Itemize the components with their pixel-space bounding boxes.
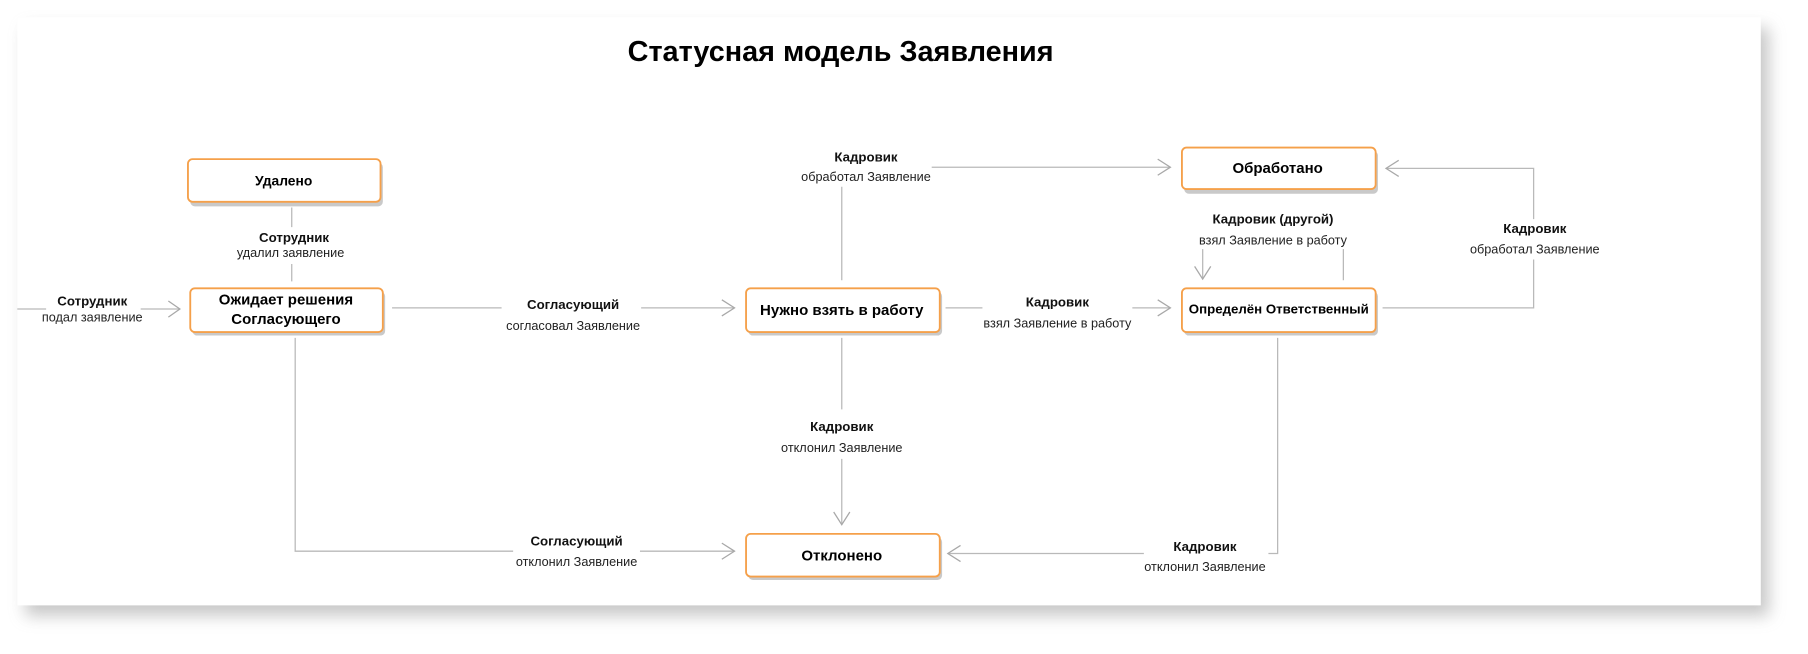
state-awaiting-approver[interactable]: Ожидает решения Согласующего (189, 287, 386, 336)
state-label: Ожидает решения (219, 291, 353, 308)
edge-reject-assigned: Кадровик отклонил Заявление (946, 337, 1279, 574)
transition-actor-label: Кадровик (1503, 221, 1567, 236)
edge-delete: Сотрудник удалил заявление (237, 207, 344, 282)
transition-action-label: подал заявление (42, 311, 143, 325)
state-need-take[interactable]: Нужно взять в работу (745, 287, 943, 336)
state-deleted[interactable]: Удалено (187, 158, 383, 207)
state-label: Отклонено (801, 547, 882, 564)
transition-action-label: обработал Заявление (801, 170, 931, 184)
diagram-title: Статусная модель Заявления (628, 36, 1054, 68)
transition-actor-label: Согласующий (530, 533, 622, 548)
transition-action-label: удалил заявление (237, 246, 344, 260)
transition-actor-label: Согласующий (527, 297, 619, 312)
state-label: Удалено (255, 173, 312, 189)
edge-retake: Кадровик (другой) взял Заявление в работ… (1194, 212, 1348, 281)
edge-reject-hr: Кадровик отклонил Заявление (781, 337, 902, 526)
transition-action-label: взял Заявление в работу (983, 316, 1132, 330)
edge-submit: Сотрудник подал заявление (17, 294, 181, 325)
transition-actor-label: Сотрудник (57, 294, 127, 309)
transition-action-label: отклонил Заявление (1144, 560, 1265, 574)
transition-actor-label: Кадровик (1026, 295, 1090, 310)
edge-take: Кадровик взял Заявление в работу (945, 295, 1172, 330)
edge-approve: Согласующий согласовал Заявление (392, 297, 736, 333)
transition-actor-label: Кадровик (834, 149, 898, 164)
state-label: Определён Ответственный (1189, 302, 1369, 317)
transition-actor-label: Кадровик (1173, 539, 1237, 554)
state-rejected[interactable]: Отклонено (745, 532, 943, 581)
transition-action-label: обработал Заявление (1470, 243, 1600, 257)
state-processed[interactable]: Обработано (1181, 146, 1378, 194)
edge-process-assigned: Кадровик обработал Заявление (1382, 159, 1600, 309)
transition-action-label: отклонил Заявление (781, 441, 902, 455)
state-label: Нужно взять в работу (760, 302, 924, 319)
state-assigned[interactable]: Определён Ответственный (1181, 287, 1378, 336)
transition-actor-label: Сотрудник (259, 230, 329, 245)
transition-actor-label: Кадровик (810, 419, 874, 434)
transition-action-label: взял Заявление в работу (1199, 233, 1348, 247)
transition-action-label: отклонил Заявление (516, 555, 637, 569)
state-label: Обработано (1232, 160, 1322, 177)
transition-action-label: согласовал Заявление (506, 319, 640, 333)
edge-reject-approver: Согласующий отклонил Заявление (294, 337, 736, 569)
transition-actor-label: Кадровик (другой) (1213, 212, 1334, 227)
state-label: Согласующего (231, 311, 340, 328)
edge-process-direct: Кадровик обработал Заявление (801, 149, 1172, 281)
